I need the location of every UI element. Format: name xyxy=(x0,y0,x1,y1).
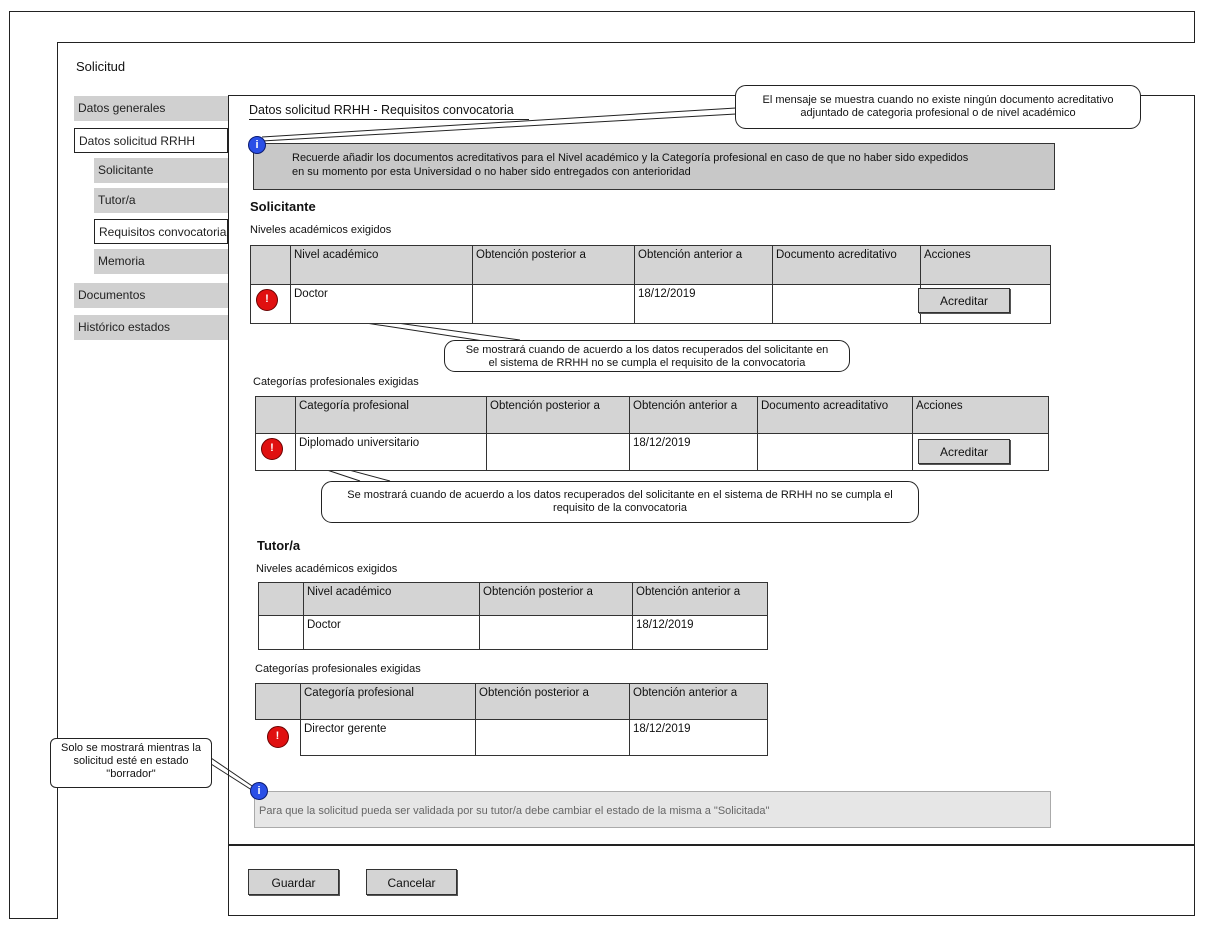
info-documents-line-1: Recuerde añadir los documentos acreditat… xyxy=(292,152,969,164)
warning-icon: ! xyxy=(256,289,278,311)
column-header: Acciones xyxy=(912,396,1049,434)
column-header: Obtención anterior a xyxy=(634,245,773,285)
callout-borrador: Solo se mostrará mientras la solicitud e… xyxy=(50,738,212,788)
callout-requisito-categoria-line-2: requisito de la convocatoria xyxy=(553,502,687,514)
callout-borrador-line-3: "borrador" xyxy=(106,768,156,780)
callout-requisito-nivel-line-1: Se mostrará cuando de acuerdo a los dato… xyxy=(465,344,829,356)
save-button[interactable]: Guardar xyxy=(248,869,339,895)
tutor-categorias-label: Categorías profesionales exigidas xyxy=(255,663,421,675)
documento-cell xyxy=(772,284,921,324)
table-row: Doctor 18/12/2019 xyxy=(258,615,768,650)
info-icon: i xyxy=(248,136,266,154)
warning-column-header xyxy=(258,582,304,616)
documento-cell xyxy=(757,433,913,471)
column-header: Documento acreaditativo xyxy=(757,396,913,434)
categoria-cell: Diplomado universitario xyxy=(295,433,487,471)
column-header: Obtención posterior a xyxy=(475,683,630,720)
callout-borrador-line-2: solicitud esté en estado xyxy=(73,755,189,767)
column-header: Obtención anterior a xyxy=(629,396,758,434)
posterior-cell xyxy=(479,615,633,650)
nivel-cell: Doctor xyxy=(290,284,473,324)
info-documents-message: Recuerde añadir los documentos acreditat… xyxy=(253,143,1055,190)
table-row: ! Doctor 18/12/2019 xyxy=(250,284,1051,324)
nav-memoria[interactable]: Memoria xyxy=(94,249,228,274)
column-header: Nivel académico xyxy=(303,582,480,616)
column-header: Categoría profesional xyxy=(300,683,476,720)
acreditar-button[interactable]: Acreditar xyxy=(918,439,1010,464)
column-header: Nivel académico xyxy=(290,245,473,285)
column-header: Obtención posterior a xyxy=(472,245,635,285)
acreditar-button[interactable]: Acreditar xyxy=(918,288,1010,313)
warning-column-header xyxy=(255,396,296,434)
column-header: Documento acreditativo xyxy=(772,245,921,285)
warning-cell: ! xyxy=(255,719,301,756)
info-documents-line-2: en su momento por esta Universidad o no … xyxy=(292,166,691,178)
solicitante-heading: Solicitante xyxy=(250,199,316,214)
nav-historico-estados[interactable]: Histórico estados xyxy=(74,315,228,340)
column-header: Categoría profesional xyxy=(295,396,487,434)
warning-column-header xyxy=(255,683,301,720)
left-rail xyxy=(9,42,58,919)
anterior-cell: 18/12/2019 xyxy=(629,433,758,471)
warning-column-header xyxy=(250,245,291,285)
nav-tutor[interactable]: Tutor/a xyxy=(94,188,228,213)
top-header-bar xyxy=(9,11,1195,43)
panel-title: Datos solicitud RRHH - Requisitos convoc… xyxy=(249,103,529,120)
column-header: Obtención anterior a xyxy=(632,582,768,616)
posterior-cell xyxy=(486,433,630,471)
callout-no-document-line-1: El mensaje se muestra cuando no existe n… xyxy=(762,94,1114,106)
callout-requisito-categoria-line-1: Se mostrará cuando de acuerdo a los dato… xyxy=(347,489,893,501)
tutor-categorias-table: Categoría profesional Obtención posterio… xyxy=(255,683,768,756)
page-title: Solicitud xyxy=(76,59,126,74)
tutor-niveles-table: Nivel académico Obtención posterior a Ob… xyxy=(258,582,768,650)
posterior-cell xyxy=(475,719,630,756)
categoria-cell: Director gerente xyxy=(300,719,476,756)
column-header: Obtención anterior a xyxy=(629,683,768,720)
cancel-button[interactable]: Cancelar xyxy=(366,869,457,895)
warning-icon: ! xyxy=(261,438,283,460)
anterior-cell: 18/12/2019 xyxy=(632,615,768,650)
callout-borrador-line-1: Solo se mostrará mientras la xyxy=(61,742,201,754)
info-icon: i xyxy=(250,782,268,800)
warning-cell xyxy=(258,615,304,650)
tutor-niveles-label: Niveles académicos exigidos xyxy=(256,563,398,575)
nav-datos-generales[interactable]: Datos generales xyxy=(74,96,228,121)
solicitante-categorias-table: Categoría profesional Obtención posterio… xyxy=(255,396,1049,471)
status-info-message: Para que la solicitud pueda ser validada… xyxy=(254,791,1051,828)
solicitante-niveles-table: Nivel académico Obtención posterior a Ob… xyxy=(250,245,1051,324)
anterior-cell: 18/12/2019 xyxy=(629,719,768,756)
callout-requisito-categoria: Se mostrará cuando de acuerdo a los dato… xyxy=(321,481,919,523)
callout-no-document-line-2: adjuntado de categoria profesional o de … xyxy=(800,107,1076,119)
column-header: Obtención posterior a xyxy=(486,396,630,434)
nivel-cell: Doctor xyxy=(303,615,480,650)
nav-documentos[interactable]: Documentos xyxy=(74,283,228,308)
callout-no-document: El mensaje se muestra cuando no existe n… xyxy=(735,85,1141,129)
posterior-cell xyxy=(472,284,635,324)
callout-requisito-nivel: Se mostrará cuando de acuerdo a los dato… xyxy=(444,340,850,372)
nav-datos-solicitud-rrhh[interactable]: Datos solicitud RRHH xyxy=(74,128,228,153)
column-header: Acciones xyxy=(920,245,1051,285)
nav-solicitante[interactable]: Solicitante xyxy=(94,158,228,183)
tutor-heading: Tutor/a xyxy=(257,538,301,553)
callout-requisito-nivel-line-2: el sistema de RRHH no se cumpla el requi… xyxy=(488,357,806,369)
nav-requisitos-convocatoria[interactable]: Requisitos convocatoria xyxy=(94,219,228,244)
table-row: ! Diplomado universitario 18/12/2019 xyxy=(255,433,1049,471)
warning-icon: ! xyxy=(266,726,289,748)
warning-cell: ! xyxy=(250,284,291,324)
warning-cell: ! xyxy=(255,433,296,471)
solicitante-categorias-label: Categorías profesionales exigidas xyxy=(253,376,419,388)
solicitante-niveles-label: Niveles académicos exigidos xyxy=(250,224,392,236)
table-row: ! Director gerente 18/12/2019 xyxy=(255,719,768,756)
anterior-cell: 18/12/2019 xyxy=(634,284,773,324)
panel-footer-divider xyxy=(228,844,1195,846)
column-header: Obtención posterior a xyxy=(479,582,633,616)
